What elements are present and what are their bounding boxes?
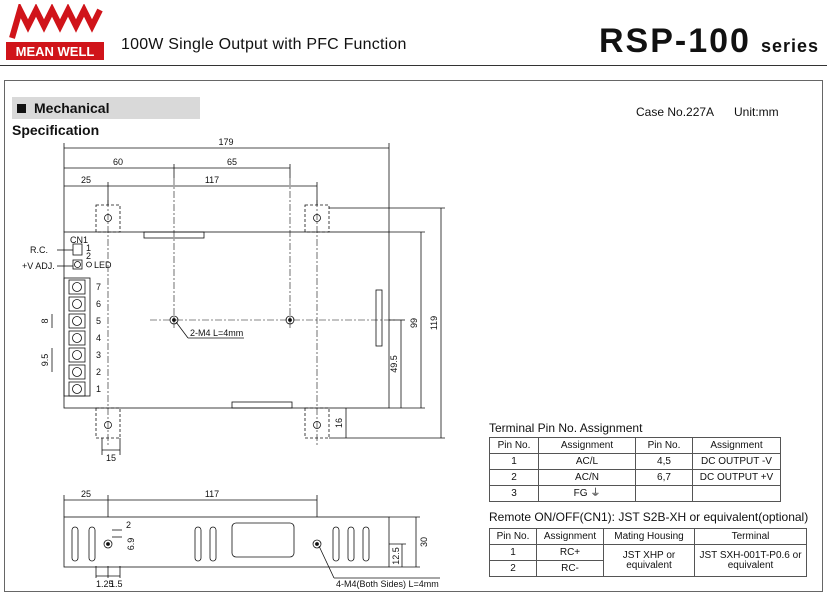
- dim-left-hole: 15: [106, 453, 116, 463]
- side-dim-bottom-a: 1.25: [96, 579, 114, 589]
- cn1-pin-2: 2: [86, 251, 91, 261]
- table-header-row: Pin No. Assignment Mating Housing Termin…: [489, 528, 807, 545]
- side-dim-small-b: 6.9: [126, 538, 136, 551]
- side-dim-edge-offset: 25: [81, 489, 91, 499]
- spec-frame: [4, 80, 823, 592]
- dim-height-outer: 119: [429, 316, 439, 330]
- header-rule: [0, 65, 827, 66]
- led-label: LED: [94, 260, 112, 270]
- dim-hole-spacing: 117: [205, 175, 219, 185]
- mating-housing-cell: JST XHP or equivalent: [603, 544, 695, 577]
- terminal-table-title: Terminal Pin No. Assignment: [489, 421, 643, 435]
- unit-label: Unit:mm: [734, 105, 779, 119]
- svg-text:6: 6: [96, 299, 101, 309]
- svg-text:1: 1: [96, 384, 101, 394]
- svg-text:5: 5: [96, 316, 101, 326]
- rc-label: R.C.: [30, 245, 48, 255]
- top-view-outline: [63, 231, 390, 409]
- dim-hole-pair-b: 65: [227, 157, 237, 167]
- side-dim-hole-spacing: 117: [205, 489, 219, 499]
- mount-hole-a: [169, 315, 179, 325]
- mount-label: 2-M4 L=4mm: [190, 328, 243, 338]
- svg-text:3: 3: [96, 350, 101, 360]
- remote-table: Pin No. Assignment Mating Housing Termin…: [489, 528, 807, 577]
- vadj-label: +V ADJ.: [22, 261, 55, 271]
- side-dim-height: 30: [419, 537, 429, 547]
- right-slot: [375, 289, 383, 347]
- side-dim-hole-height: 12.5: [391, 547, 401, 565]
- terminal-block: [63, 277, 91, 397]
- side-vents: [71, 526, 370, 562]
- terminal-numbers: 7 6 5 4 3 2 1: [96, 282, 101, 394]
- series-word: series: [760, 36, 819, 56]
- svg-text:4: 4: [96, 333, 101, 343]
- dim-height-inner: 99: [409, 318, 419, 328]
- brand-name: MEAN WELL: [16, 44, 95, 59]
- model-name: RSP-100: [598, 22, 751, 60]
- svg-text:2: 2: [96, 367, 101, 377]
- bottom-slot: [231, 401, 293, 409]
- side-window: [231, 522, 295, 558]
- side-hole-right: [312, 539, 322, 549]
- side-mount-label: 4-M4(Both Sides) L=4mm: [336, 579, 439, 589]
- dim-total-width: 179: [218, 137, 233, 147]
- case-number: Case No.227A: [636, 105, 715, 119]
- svg-text:7: 7: [96, 282, 101, 292]
- cn1-pin-1: 1: [86, 243, 91, 253]
- cn1-connector: [72, 243, 83, 256]
- bullet-square-icon: [17, 104, 26, 113]
- dim-bottom-offset: 16: [334, 418, 344, 428]
- terminal-cell: JST SXH-001T-P0.6 or equivalent: [694, 544, 807, 577]
- dim-terminal-offset: 9.5: [40, 354, 50, 367]
- led-icon: [86, 261, 92, 268]
- terminal-screws: [68, 279, 86, 397]
- side-dim-small-a: 2: [126, 520, 131, 530]
- side-view-outline: [63, 516, 390, 568]
- mean-well-logo: MEAN WELL: [6, 4, 104, 60]
- mount-hole-b: [285, 315, 295, 325]
- remote-table-title: Remote ON/OFF(CN1): JST S2B-XH or equiva…: [489, 510, 809, 524]
- dim-pin-pitch: 8: [40, 318, 50, 323]
- section-header: Mechanical Specification: [12, 97, 200, 138]
- side-dim-bottom-b: 1.5: [110, 579, 123, 589]
- section-title: Mechanical Specification: [12, 100, 110, 138]
- model-title: RSP-100 series: [599, 22, 819, 61]
- dim-half-height: 49.5: [389, 355, 399, 373]
- dim-edge-offset: 25: [81, 175, 91, 185]
- side-hole-left: [103, 539, 113, 549]
- cn1-label: CN1: [70, 235, 88, 245]
- dim-hole-pair-a: 60: [113, 157, 123, 167]
- vadj-potentiometer: [72, 259, 83, 270]
- table-header-row: Pin No. Assignment Pin No. Assignment: [489, 437, 781, 454]
- document-subtitle: 100W Single Output with PFC Function: [121, 36, 407, 53]
